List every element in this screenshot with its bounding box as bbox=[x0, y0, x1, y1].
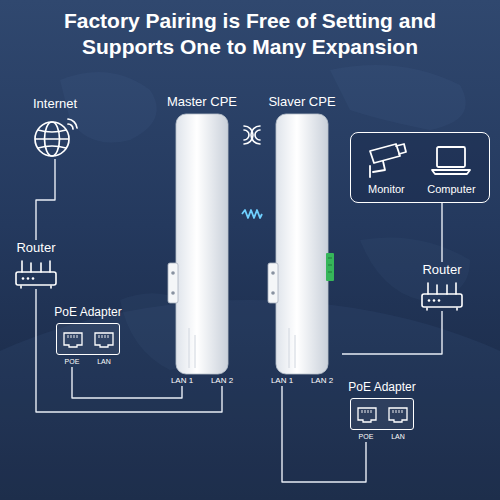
cell: LAN 1 bbox=[262, 375, 302, 386]
wireless-link bbox=[242, 210, 262, 218]
cpe-unit: Master CPE LAN 1 LAN 2 bbox=[162, 94, 242, 386]
cell: LAN 2 bbox=[302, 375, 342, 386]
device-label: Monitor bbox=[368, 182, 405, 196]
node-label: Internet bbox=[33, 96, 77, 112]
router-node: Router bbox=[8, 240, 64, 289]
globe-icon bbox=[32, 115, 78, 159]
node-label: Router bbox=[16, 240, 55, 256]
cell bbox=[382, 405, 413, 423]
device-panel: Monitor Computer bbox=[350, 132, 490, 203]
cell: POE bbox=[56, 355, 88, 367]
cell: LAN bbox=[382, 430, 414, 442]
adapter-label: PoE Adapter bbox=[348, 380, 415, 395]
poe-adapter: PoE Adapter POE LAN bbox=[50, 305, 126, 367]
port-label: POE bbox=[359, 432, 374, 442]
port-row: POE LAN bbox=[350, 430, 414, 442]
adapter-box bbox=[350, 398, 414, 430]
cpe-tower bbox=[167, 113, 237, 375]
internet-node: Internet bbox=[24, 96, 86, 159]
device-label: Computer bbox=[427, 182, 475, 196]
rj45-port bbox=[387, 405, 409, 423]
cable-line bbox=[72, 367, 182, 398]
camera-icon bbox=[364, 139, 408, 179]
rj45-port bbox=[356, 405, 378, 423]
rj45-port bbox=[62, 330, 84, 348]
device-label: Slaver CPE bbox=[268, 94, 335, 110]
port-row: LAN 1 LAN 2 bbox=[162, 375, 242, 386]
wifi-symbol bbox=[244, 126, 260, 144]
tower-body bbox=[267, 113, 337, 375]
laptop-icon bbox=[429, 139, 473, 179]
cpe-tower bbox=[267, 113, 337, 375]
port-label: LAN 2 bbox=[311, 375, 333, 386]
cable-line bbox=[36, 159, 55, 240]
adapter-box bbox=[56, 323, 120, 355]
device-label: Master CPE bbox=[167, 94, 237, 110]
rj45-port bbox=[93, 330, 115, 348]
cell: POE bbox=[350, 430, 382, 442]
device-column: Computer bbox=[427, 139, 475, 196]
port-row: LAN 1 LAN 2 bbox=[262, 375, 342, 386]
cell bbox=[57, 330, 88, 348]
port-label: LAN bbox=[391, 432, 405, 442]
cable-line bbox=[342, 311, 442, 354]
diagram-title: Factory Pairing is Free of Setting and S… bbox=[64, 9, 436, 58]
title-box: Factory Pairing is Free of Setting and S… bbox=[25, 8, 475, 60]
router-icon bbox=[419, 281, 465, 311]
port-row: POE LAN bbox=[56, 355, 120, 367]
port-label: LAN 1 bbox=[171, 375, 193, 386]
globe-glow bbox=[0, 300, 500, 500]
cable-line bbox=[441, 203, 442, 262]
router-node: Router bbox=[414, 262, 470, 311]
land-shape bbox=[330, 65, 466, 130]
port-label: LAN 1 bbox=[271, 375, 293, 386]
port-label: POE bbox=[65, 357, 80, 367]
port-label: LAN 2 bbox=[211, 375, 233, 386]
poe-adapter: PoE Adapter POE LAN bbox=[344, 380, 420, 442]
router-icon bbox=[13, 259, 59, 289]
cell: LAN bbox=[88, 355, 120, 367]
node-label: Router bbox=[422, 262, 461, 278]
cell bbox=[88, 330, 119, 348]
cell bbox=[351, 405, 382, 423]
cpe-unit: Slaver CPE LAN 1 LAN 2 bbox=[262, 94, 342, 386]
tower-body bbox=[167, 113, 237, 375]
adapter-label: PoE Adapter bbox=[54, 305, 121, 320]
cell: LAN 2 bbox=[202, 375, 242, 386]
device-column: Monitor bbox=[364, 139, 408, 196]
port-label: LAN bbox=[97, 357, 111, 367]
cell: LAN 1 bbox=[162, 375, 202, 386]
land-shape bbox=[360, 238, 470, 301]
